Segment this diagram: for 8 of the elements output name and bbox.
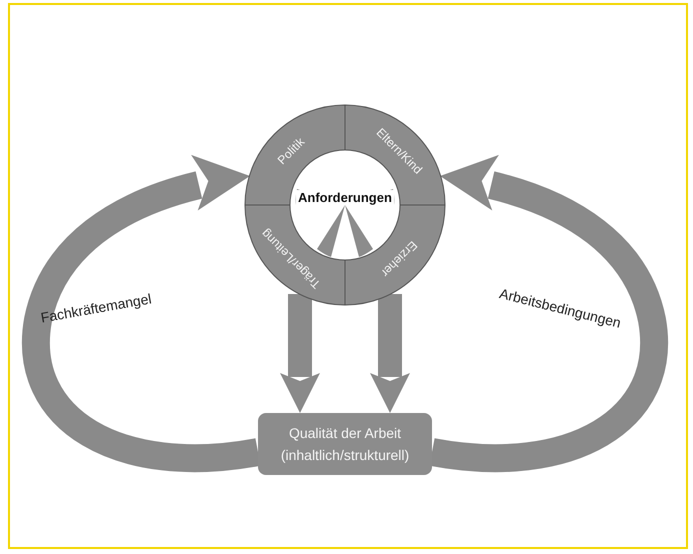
arrow	[370, 294, 410, 413]
center-label: Anforderungen	[296, 190, 394, 204]
arrow	[280, 294, 320, 413]
ring-segment	[245, 205, 345, 305]
arrow	[22, 156, 260, 472]
outcome-box	[258, 413, 432, 475]
ring-segment	[345, 205, 445, 305]
box-label: Qualität der Arbeit (inhaltlich/strukturell)	[280, 424, 410, 465]
